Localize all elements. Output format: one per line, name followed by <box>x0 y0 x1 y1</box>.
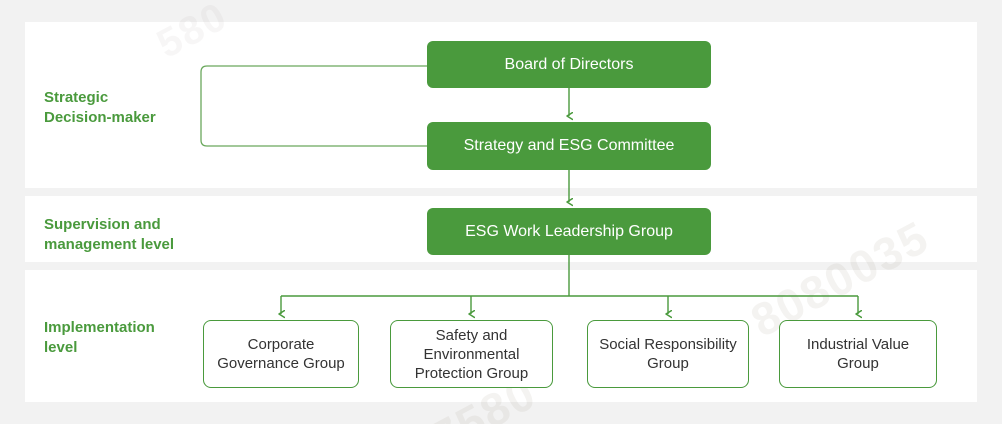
row-label-implementation: Implementation level <box>44 319 155 356</box>
node-industrial-value-group[interactable]: Industrial Value Group <box>779 320 937 388</box>
row-label-supervision: Supervision and management level <box>44 216 175 253</box>
node-board-of-directors[interactable]: Board of Directors <box>427 41 711 88</box>
node-strategy-esg-committee[interactable]: Strategy and ESG Committee <box>427 122 711 170</box>
node-corporate-governance-group[interactable]: Corporate Governance Group <box>203 320 359 388</box>
node-social-responsibility-group[interactable]: Social Responsibility Group <box>587 320 749 388</box>
node-esg-work-leadership-group[interactable]: ESG Work Leadership Group <box>427 208 711 255</box>
row-label-strategic: Strategic Decision-maker <box>44 89 156 126</box>
node-safety-environmental-protection-group[interactable]: Safety and Environmental Protection Grou… <box>390 320 553 388</box>
